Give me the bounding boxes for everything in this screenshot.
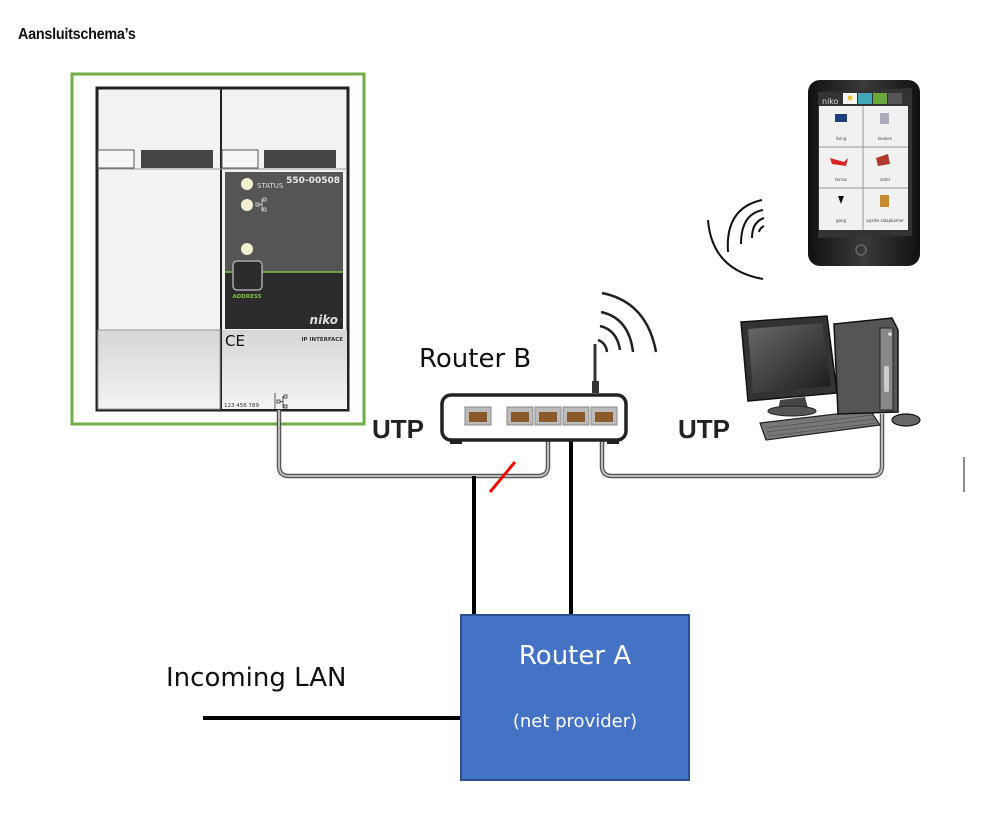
tile-label: gang — [836, 218, 847, 223]
address-led — [241, 243, 253, 255]
router-a: Incoming LAN Router A (net provider) — [166, 614, 690, 781]
chair-icon — [830, 158, 848, 166]
wifi-signal-icon — [597, 291, 658, 353]
monitor-screen — [748, 323, 831, 393]
ce-mark: CE — [225, 332, 245, 350]
phone-brand: niko — [822, 97, 839, 106]
utp-cables — [276, 410, 885, 479]
status-led — [241, 178, 253, 190]
tile-label: keuken — [878, 136, 893, 141]
utp-label-right: UTP — [678, 414, 730, 444]
lamp-icon — [838, 196, 844, 204]
din-clip-left — [141, 150, 213, 168]
highlight-frame — [70, 72, 366, 426]
tile-label: living — [836, 136, 847, 141]
network-led — [241, 199, 253, 211]
product-label: IP INTERFACE — [301, 337, 343, 343]
model-number: 550-00508 — [286, 176, 340, 186]
router-a-subtitle: (net provider) — [513, 711, 637, 732]
address-button[interactable] — [232, 260, 263, 291]
status-label: STATUS — [257, 182, 284, 190]
page-title: Aansluitschema’s — [18, 26, 136, 43]
wireless-signal-icon — [707, 199, 765, 280]
tile-label: aparte slaapkamer — [866, 218, 904, 223]
desktop-computer — [740, 315, 921, 441]
network-icon — [255, 197, 267, 212]
router-b-body — [440, 393, 628, 442]
home-button — [855, 244, 867, 256]
network-port-icon — [274, 393, 288, 409]
tv-icon — [835, 114, 847, 122]
address-label: ADDRESS — [232, 294, 261, 300]
router-b-ports — [464, 406, 618, 426]
router-b-label: Router B — [419, 344, 531, 374]
trash-icon — [880, 113, 889, 124]
chair-icon — [876, 154, 890, 166]
tile-label: terras — [835, 177, 847, 182]
ip-interface-module: STATUS 550-00508 ADDRESS niko CE IP INTE… — [70, 72, 366, 426]
teddy-icon — [880, 195, 889, 207]
smartphone: niko living keuken terras zetel gang apa… — [707, 80, 920, 280]
utp-label-left: UTP — [372, 414, 424, 444]
brand-logo: niko — [310, 313, 338, 327]
serial-number: 123 456 789 — [224, 403, 259, 409]
blocked-connection-marker — [488, 461, 517, 493]
incoming-lan-label: Incoming LAN — [166, 663, 346, 693]
mouse — [891, 413, 921, 427]
router-a-box — [460, 614, 690, 781]
din-clip-right — [264, 150, 336, 168]
router-b: Router B — [419, 291, 658, 444]
router-a-title: Router A — [519, 641, 631, 671]
tile-label: zetel — [880, 177, 890, 182]
